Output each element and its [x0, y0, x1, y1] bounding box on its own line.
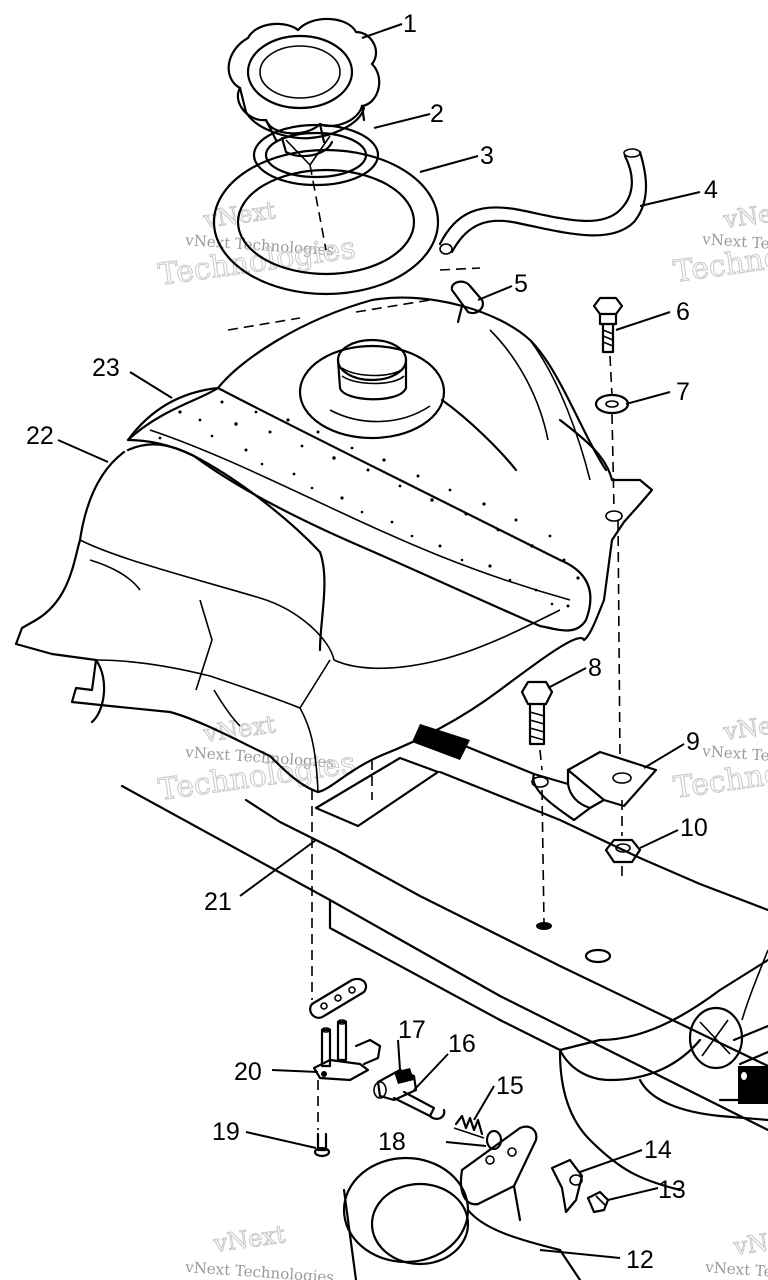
- callout-7: 7: [676, 378, 690, 406]
- watermark-middle-left: vNext vNext Technologies Technologies: [156, 710, 358, 809]
- callout-22: 22: [26, 422, 54, 450]
- callout-20: 20: [234, 1058, 262, 1086]
- valve-axis: [311, 790, 319, 1130]
- svg-text:vNext: vNext: [211, 1220, 287, 1258]
- watermark-middle-right: vNext vNext Technologies Technologies: [671, 708, 768, 807]
- filler-decal-ring: [212, 148, 440, 296]
- svg-text:vNext: vNext: [731, 1223, 768, 1261]
- callout-6: 6: [676, 298, 690, 326]
- watermark-bottom-right: vNext vNext Technologies: [704, 1223, 768, 1280]
- vent-hose: [438, 148, 647, 255]
- callout-4: 4: [704, 176, 718, 204]
- callout-2: 2: [430, 100, 444, 128]
- valve-shaft: [392, 1090, 446, 1120]
- valve-spring: [453, 1114, 485, 1139]
- tank-bolt-upper: [592, 296, 624, 354]
- tank-bolt-lower: [520, 680, 554, 746]
- leader-lines: [57, 23, 701, 1259]
- filler-axis-dashes: [227, 299, 431, 331]
- svg-text:vNext Technologies: vNext Technologies: [704, 1258, 768, 1280]
- callout-19: 19: [212, 1118, 240, 1146]
- callout-3: 3: [480, 142, 494, 170]
- svg-text:vNext: vNext: [721, 196, 768, 234]
- lock-nut: [604, 838, 642, 864]
- callout-23: 23: [92, 354, 120, 382]
- callout-16: 16: [448, 1030, 476, 1058]
- callout-8: 8: [588, 654, 602, 682]
- callout-14: 14: [644, 1136, 672, 1164]
- svg-text:vNext: vNext: [721, 708, 768, 746]
- fuel-valve: [312, 1019, 382, 1082]
- valve-plate: [459, 1125, 538, 1206]
- callout-1: 1: [403, 10, 417, 38]
- callout-9: 9: [686, 728, 700, 756]
- callout-10: 10: [680, 814, 708, 842]
- shift-linkage: [342, 1156, 582, 1280]
- callout-13: 13: [658, 1176, 686, 1204]
- foam-pad: [126, 386, 592, 632]
- callout-21: 21: [204, 888, 232, 916]
- fuel-valve-bracket: [309, 977, 368, 1019]
- lever-screw: [586, 1190, 610, 1214]
- valve-washer: [485, 1129, 503, 1151]
- watermark-bottom-left: vNext vNext Technologies: [184, 1220, 335, 1280]
- valve-screw: [313, 1132, 331, 1158]
- valve-lever: [550, 1158, 584, 1214]
- mounting-bracket: [412, 724, 658, 822]
- callout-18: 18: [378, 1128, 406, 1156]
- callout-17: 17: [398, 1016, 426, 1044]
- washer-upper: [594, 393, 630, 415]
- watermark-top-right: vNext vNext Technologies Technologies: [671, 196, 768, 291]
- rubber-pad: [314, 756, 440, 828]
- bolt-axis-upper: [609, 355, 615, 511]
- svg-text:vNext Technologies: vNext Technologies: [184, 1258, 335, 1280]
- frame-hole: [536, 922, 552, 930]
- fuel-cap: [227, 17, 381, 167]
- callout-15: 15: [496, 1072, 524, 1100]
- bolt-axis-right: [617, 519, 623, 880]
- vent-fitting: [439, 267, 484, 324]
- callout-5: 5: [514, 270, 528, 298]
- callout-12: 12: [626, 1246, 654, 1274]
- vehicle-frame: [120, 770, 768, 1192]
